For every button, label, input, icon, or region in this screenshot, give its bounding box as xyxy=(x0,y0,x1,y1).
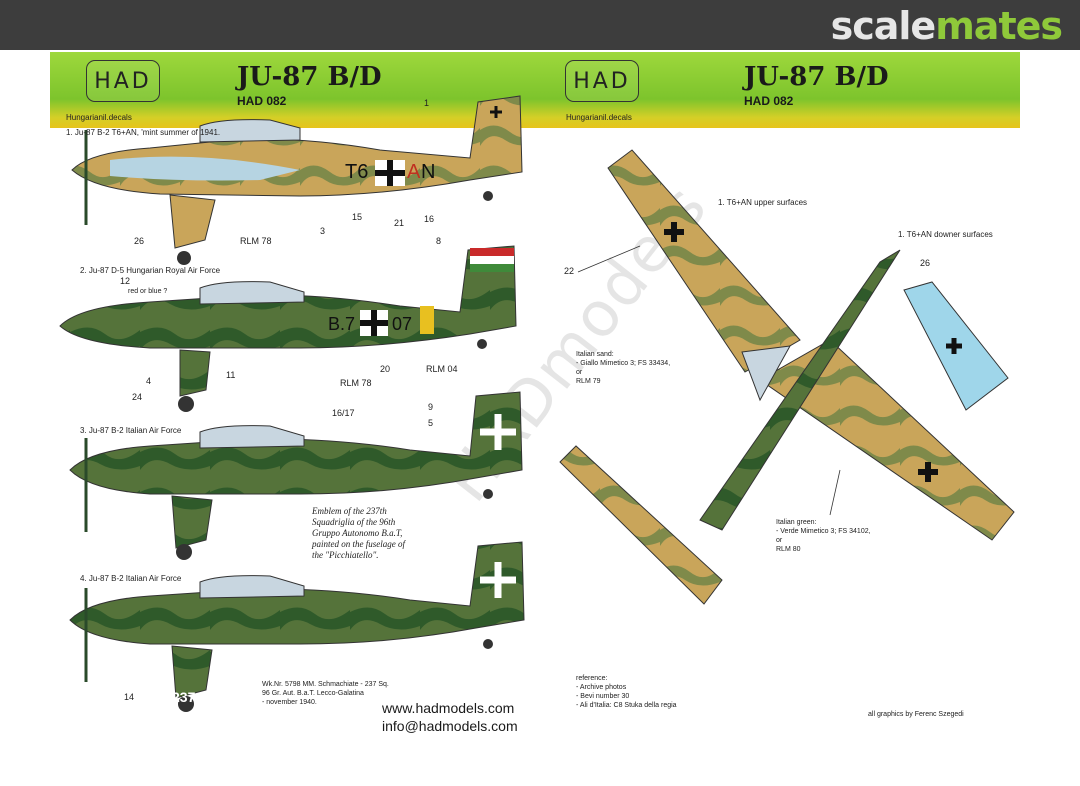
aircraft-2-profile xyxy=(59,245,517,412)
reference-block: reference: - Archive photos - Bevi numbe… xyxy=(576,674,776,710)
aircraft-4-badge: 237 xyxy=(172,689,196,705)
aircraft-2-label-rlm78: RLM 78 xyxy=(340,378,372,388)
aircraft-1-code-b: A xyxy=(407,161,421,183)
aircraft-1-code-a: T6 xyxy=(345,161,368,183)
aircraft-2-label-24: 24 xyxy=(132,392,143,402)
aircraft-2-label-4: 4 xyxy=(146,376,152,386)
aircraft-1-label-21: 21 xyxy=(394,218,405,228)
plan-view-lower xyxy=(903,281,1009,411)
aircraft-1-label-26: 26 xyxy=(134,236,145,246)
green-note-line-2: - Verde Mimetico 3; FS 34102, xyxy=(776,528,871,535)
green-note-line-3: or xyxy=(776,537,783,544)
aircraft-1-caption: 1. Ju-87 B-2 T6+AN, 'mint summer of 1941… xyxy=(66,128,221,137)
aircraft-1-label-3: 3 xyxy=(320,226,326,236)
upper-surfaces-label: 1. T6+AN upper surfaces xyxy=(718,198,808,207)
serial-note: Wk.Nr. 5798 MM. Schmachiate - 237 Sq. 96… xyxy=(262,680,402,707)
aircraft-2-label-rlm04: RLM 04 xyxy=(426,364,458,374)
aircraft-1-label-rlm78: RLM 78 xyxy=(240,236,272,246)
emblem-note-line-5: the "Picchiatello". xyxy=(312,550,379,560)
aircraft-2-label-12: 12 xyxy=(120,276,131,286)
aircraft-1-label-16: 16 xyxy=(424,214,435,224)
site-header-bar: scalemates xyxy=(0,0,1080,50)
aircraft-1-label-1: 1 xyxy=(424,98,430,108)
brand-part-2: mates xyxy=(935,4,1063,48)
sand-color-note: Italian sand: - Giallo Mimetico 3; FS 33… xyxy=(576,350,716,386)
band-right-code: HAD 082 xyxy=(744,94,794,108)
email-link[interactable]: info@hadmodels.com xyxy=(382,718,518,734)
had-logo-right: HAD xyxy=(565,60,639,102)
reference-item-2: - Bevi number 30 xyxy=(576,693,630,700)
had-logo-left: HAD xyxy=(86,60,160,102)
aircraft-2-label-20: 20 xyxy=(380,364,391,374)
emblem-note: Emblem of the 237th Squadriglia of the 9… xyxy=(312,506,462,561)
title-band xyxy=(50,52,1020,128)
plan-view-upper xyxy=(559,149,1015,605)
band-right-title: JU-87 B/D xyxy=(744,62,889,92)
aircraft-3-profile xyxy=(69,391,523,560)
sand-note-line-4: RLM 79 xyxy=(576,378,601,385)
aircraft-3-caption: 3. Ju-87 B-2 Italian Air Force xyxy=(80,426,182,435)
emblem-note-line-1: Emblem of the 237th xyxy=(312,506,387,516)
aircraft-1-profile xyxy=(71,95,523,265)
aircraft-2-label-11: 11 xyxy=(226,370,236,380)
band-right-subtitle: Hungarianil.decals xyxy=(566,113,632,122)
serial-note-line-1: Wk.Nr. 5798 MM. Schmachiate - 237 Sq. xyxy=(262,681,389,688)
aircraft-1-label-8: 8 xyxy=(436,236,442,246)
aircraft-3-label-16-17: 16/17 xyxy=(332,408,355,418)
aircraft-2-code-b: 07 xyxy=(392,314,412,334)
brand-part-1: scale xyxy=(830,4,937,48)
green-color-note: Italian green: - Verde Mimetico 3; FS 34… xyxy=(776,518,916,554)
emblem-note-line-3: Gruppo Autonomo B.a.T, xyxy=(312,528,403,538)
emblem-note-line-2: Squadriglia of the 96th xyxy=(312,517,396,527)
band-left-subtitle: Hungarianil.decals xyxy=(66,113,132,122)
plan-label-22: 22 xyxy=(564,266,575,276)
green-note-line-4: RLM 80 xyxy=(776,546,801,553)
lower-surfaces-label: 1. T6+AN downer surfaces xyxy=(898,230,993,239)
plan-label-26: 26 xyxy=(920,258,931,268)
aircraft-2-caption: 2. Ju-87 D-5 Hungarian Royal Air Force xyxy=(80,266,221,275)
aircraft-3-label-5: 5 xyxy=(428,418,434,428)
emblem-note-line-4: painted on the fuselage of xyxy=(312,539,405,549)
reference-item-3: - Ali d'Italia: C8 Stuka della regia xyxy=(576,702,677,709)
credit-line: all graphics by Ferenc Szegedi xyxy=(868,711,964,718)
serial-note-line-2: 96 Gr. Aut. B.a.T. Lecco-Galatina xyxy=(262,690,364,697)
aircraft-3-label-9: 9 xyxy=(428,402,434,412)
website-link[interactable]: www.hadmodels.com xyxy=(382,700,515,716)
band-left-title: JU-87 B/D xyxy=(237,62,382,92)
aircraft-2-code-a: B.7 xyxy=(328,314,355,334)
aircraft-4-label-14: 14 xyxy=(124,692,135,702)
aircraft-1-code-c: N xyxy=(421,161,435,183)
serial-note-line-3: - november 1940. xyxy=(262,699,317,706)
aircraft-4-profile xyxy=(69,541,525,712)
reference-title: reference: xyxy=(576,675,608,682)
aircraft-4-caption: 4. Ju-87 B-2 Italian Air Force xyxy=(80,574,182,583)
sand-note-line-3: or xyxy=(576,369,583,376)
sand-note-line-2: - Giallo Mimetico 3; FS 33434, xyxy=(576,360,671,367)
band-left-code: HAD 082 xyxy=(237,94,287,108)
aircraft-1-label-15: 15 xyxy=(352,212,363,222)
aircraft-2-note: red or blue ? xyxy=(128,288,168,295)
scalemates-logo[interactable]: scalemates xyxy=(830,4,1063,48)
sand-note-line-1: Italian sand: xyxy=(576,351,614,358)
reference-item-1: - Archive photos xyxy=(576,684,627,691)
green-note-line-1: Italian green: xyxy=(776,519,817,526)
